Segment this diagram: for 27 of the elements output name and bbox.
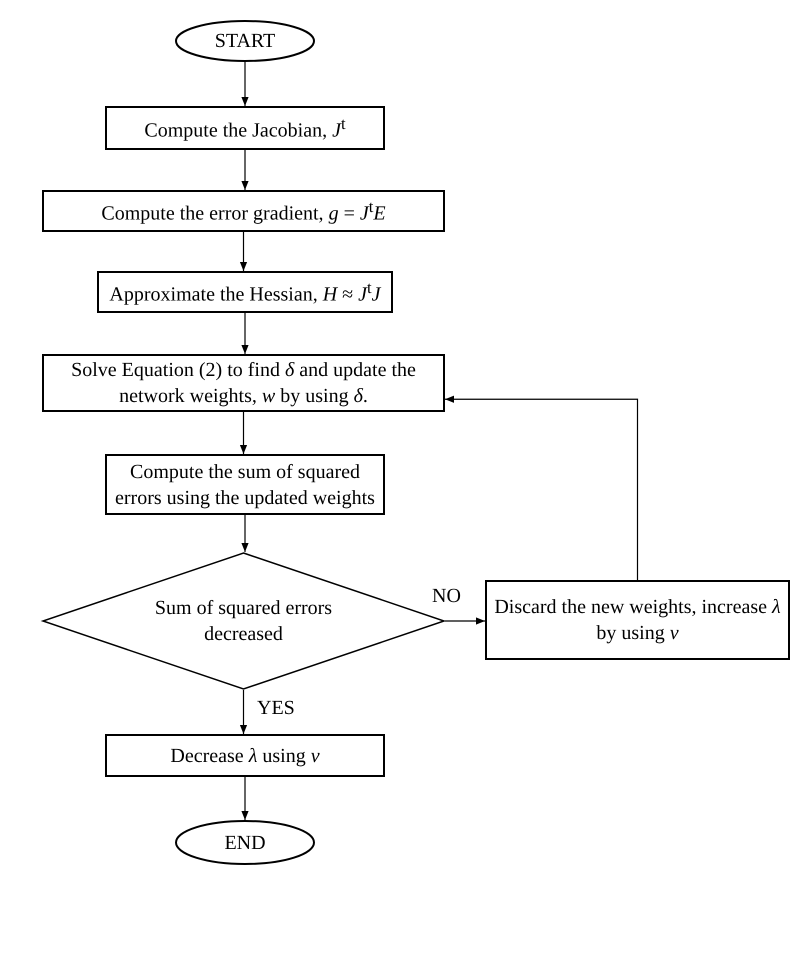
step-text: Decrease λ using ν [170, 744, 320, 768]
process-box [105, 454, 385, 515]
decision-text: Sum of squared errors decreased [154, 596, 334, 647]
arrow [241, 62, 249, 106]
process-box [42, 354, 445, 412]
arrow [445, 617, 485, 625]
process-box [105, 734, 385, 777]
terminal-text: END [224, 830, 266, 856]
arrow [240, 232, 248, 271]
arrow [240, 412, 248, 454]
process-box [42, 190, 445, 232]
process-box [97, 271, 393, 313]
arrow [241, 150, 249, 190]
step-text: Compute the sum of squared errors using the updated weights [115, 460, 375, 510]
arrow [240, 690, 248, 734]
arrow [241, 515, 249, 552]
terminal-text: START [214, 29, 276, 54]
process-box [105, 106, 385, 150]
step-text: Compute the Jacobian, J$^{t}$ [144, 112, 346, 144]
step-text: Compute the error gradient, g = J$^{t}$E [101, 196, 386, 226]
arrow [445, 396, 638, 580]
arrow [241, 777, 249, 820]
process-box [485, 580, 790, 660]
arrow [241, 313, 249, 354]
step-text: Approximate the Hessian, H ≈ J$^{t}$J [109, 276, 381, 308]
step-text: Solve Equation (2) to find δ and update the network weights, w by using δ. [70, 358, 417, 409]
step-text: Discard the new weights, increase λ by using ν [493, 595, 782, 646]
